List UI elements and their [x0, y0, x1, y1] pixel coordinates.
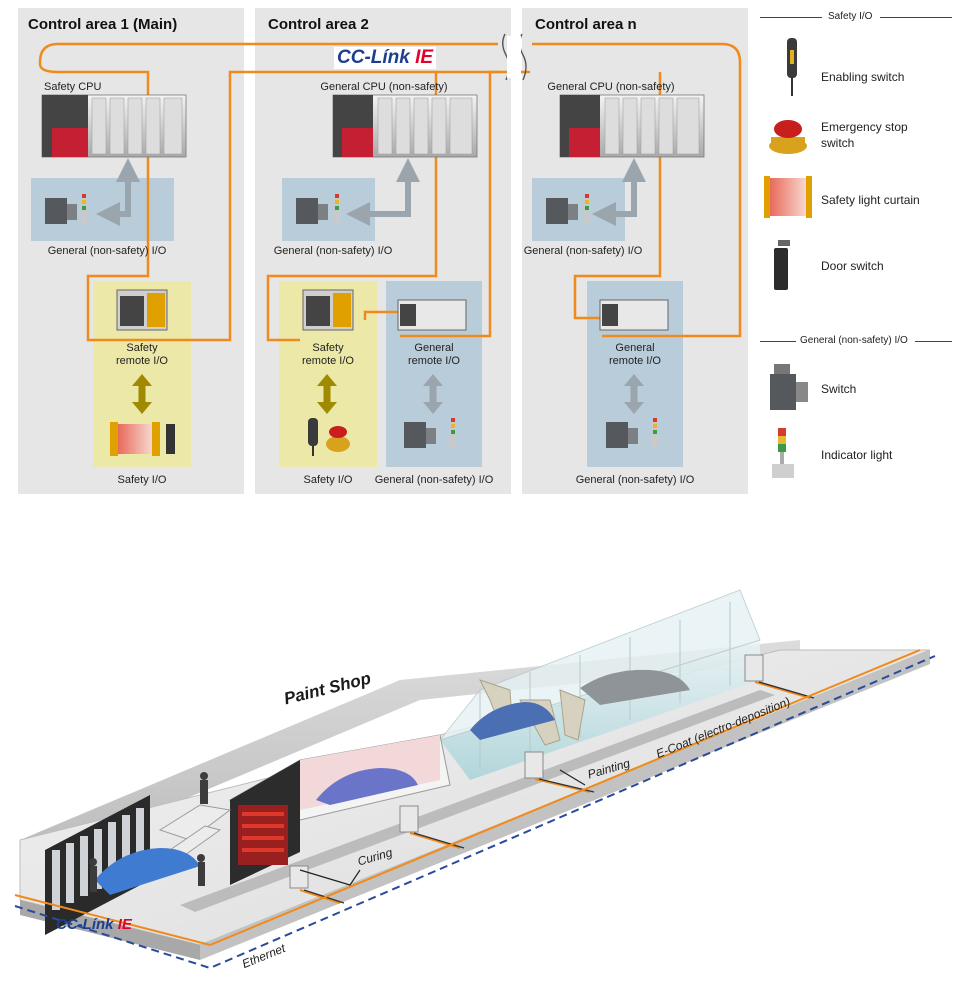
logo-nk: nk [387, 47, 416, 68]
area-n-title: Control area n [535, 16, 637, 33]
safety-remote-io-2 [302, 289, 354, 331]
cpu-rack-1 [41, 94, 187, 158]
cpu-rack-n [559, 94, 705, 158]
area-2-remote-label: Safety remote I/O [302, 342, 354, 367]
legend-general-header: General (non-safety) I/O [800, 335, 908, 346]
area-2-remote2-label: General remote I/O [408, 342, 460, 367]
legend-emergency-stop: Emergency stop switch [821, 120, 908, 150]
area-n-cpu-label: General CPU (non-safety) [547, 81, 675, 93]
area-n-io-label: General (non-safety) I/O [575, 474, 695, 486]
general-remote-io-n [599, 299, 669, 331]
indicator-light-icon [772, 428, 796, 480]
legend-door-switch: Door switch [821, 259, 884, 273]
legend-switch: Switch [821, 382, 857, 396]
logo-cc-link: CC-L [337, 47, 383, 68]
logo-bottom-accent: í [91, 916, 96, 933]
enabling-switch-icon [785, 38, 799, 96]
legend-safety-line-right [880, 17, 952, 18]
switch-icon [768, 364, 810, 412]
enabling-switch-device [308, 418, 318, 456]
area-2-io-label: Safety I/O [303, 474, 353, 486]
legend-general-line-right [915, 341, 952, 342]
area-1-cpu-label: Safety CPU [44, 81, 102, 93]
logo-accent: í [382, 47, 388, 68]
door-switch-icon [772, 238, 794, 290]
logo-bottom-nk: nk [96, 916, 118, 933]
general-io-devices [45, 194, 658, 448]
cc-link-ie-logo-top: CC-Línk IE [334, 47, 437, 69]
legend-safety-header: Safety I/O [828, 11, 873, 22]
emergency-stop-icon [767, 113, 809, 155]
logo-bottom-cc-link: CC-L [56, 916, 92, 933]
legend-safety-line-left [760, 17, 822, 18]
area-1-title: Control area 1 (Main) [28, 16, 178, 33]
area-2-gen-io-label: General (non-safety) I/O [273, 245, 393, 257]
cc-link-ie-logo-bottom: CC-Línk IE [56, 916, 132, 933]
logo-bottom-ie: IE [117, 916, 132, 933]
legend-general-line-left [760, 341, 796, 342]
safety-remote-io-1 [116, 289, 168, 331]
legend-enabling-switch: Enabling switch [821, 70, 905, 84]
cpu-rack-2 [332, 94, 478, 158]
legend-indicator-light: Indicator light [821, 448, 893, 462]
estop-device [326, 426, 350, 452]
area-2-cpu-label: General CPU (non-safety) [320, 81, 448, 93]
area-2-io2-label: General (non-safety) I/O [374, 474, 494, 486]
logo-ie: IE [415, 47, 434, 68]
general-remote-io-2 [397, 299, 467, 331]
area-1-remote-label: Safety remote I/O [116, 342, 168, 367]
area-2-title: Control area 2 [268, 16, 369, 33]
area-1-gen-io-label: General (non-safety) I/O [47, 245, 167, 257]
legend-light-curtain: Safety light curtain [821, 193, 920, 207]
light-curtain-device [110, 422, 175, 456]
light-curtain-icon [764, 176, 812, 218]
area-n-gen-io-label: General (non-safety) I/O [523, 245, 643, 257]
area-n-remote-label: General remote I/O [609, 342, 661, 367]
area-1-io-label: Safety I/O [117, 474, 167, 486]
